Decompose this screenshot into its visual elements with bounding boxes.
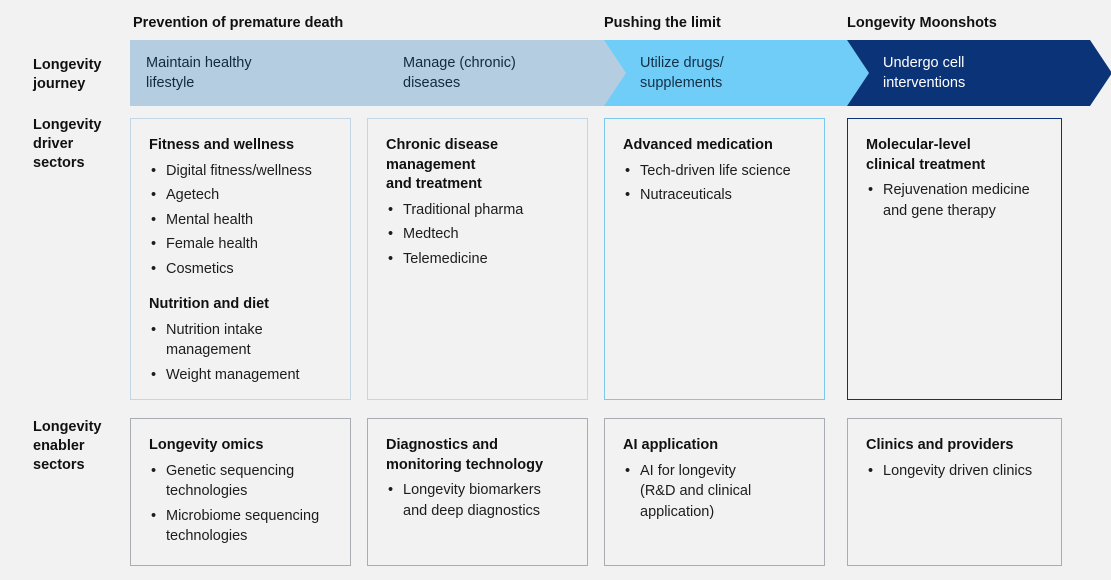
phase-title-prevention: Prevention of premature death bbox=[133, 15, 344, 31]
enabler-sector-card-0-group-0-title: Longevity omics bbox=[149, 437, 264, 453]
list-item: Cosmetics bbox=[149, 259, 334, 280]
driver-sector-card-2-group-0-list: Tech-driven life scienceNutraceuticals bbox=[623, 161, 808, 206]
journey-arrow-label-3: Undergo cell interventions bbox=[883, 55, 966, 91]
journey-arrow-label-1: Manage (chronic) diseases bbox=[403, 55, 516, 91]
row-label-longevity-journey: Longevity journey bbox=[33, 57, 102, 92]
list-item: Mental health bbox=[149, 210, 334, 231]
journey-arrow-label-2: Utilize drugs/ supplements bbox=[640, 55, 724, 91]
row-label-longevity-enabler-sectors: Longevity enabler sectors bbox=[33, 419, 102, 473]
list-item: AI for longevity (R&D and clinical appli… bbox=[623, 461, 808, 523]
journey-arrow-label-0: Maintain healthy lifestyle bbox=[146, 55, 252, 91]
list-item: Nutrition intake management bbox=[149, 320, 334, 361]
journey-arrow-3[interactable]: Undergo cell interventions bbox=[847, 40, 1111, 106]
list-item: Longevity biomarkers and deep diagnostic… bbox=[386, 480, 571, 521]
enabler-sector-card-3[interactable]: Clinics and providersLongevity driven cl… bbox=[847, 418, 1062, 566]
driver-sector-card-1[interactable]: Chronic disease management and treatment… bbox=[367, 118, 588, 400]
driver-sector-card-0-group-1-title: Nutrition and diet bbox=[149, 296, 270, 312]
phase-title-pushing-limit: Pushing the limit bbox=[604, 15, 721, 31]
journey-arrow-1[interactable]: Manage (chronic) diseases bbox=[367, 40, 632, 106]
enabler-sector-card-2[interactable]: AI application AI for longevity (R&D and … bbox=[604, 418, 825, 566]
journey-arrow-0[interactable]: Maintain healthy lifestyle bbox=[130, 40, 395, 106]
list-item: Nutraceuticals bbox=[623, 185, 808, 206]
list-item: Microbiome sequencing technologies bbox=[149, 506, 334, 547]
driver-sector-card-3-group-0-list: Rejuvenation medicine and gene therapy bbox=[866, 180, 1045, 221]
phase-title-moonshots: Longevity Moonshots bbox=[847, 15, 997, 31]
list-item: Weight management bbox=[149, 365, 334, 386]
list-item: Rejuvenation medicine and gene therapy bbox=[866, 180, 1045, 221]
driver-sector-card-1-group-0-list: Traditional pharmaMedtechTelemedicine bbox=[386, 200, 571, 270]
list-item: Medtech bbox=[386, 224, 571, 245]
enabler-sector-card-1-group-0-title: Diagnostics and monitoring technology bbox=[386, 437, 544, 473]
row-label-longevity-driver-sectors: Longevity driver sectors bbox=[33, 117, 102, 171]
enabler-sector-card-3-group-0-title: Clinics and providers bbox=[866, 437, 1014, 453]
list-item: Genetic sequencing technologies bbox=[149, 461, 334, 502]
enabler-sector-card-2-group-0-list: AI for longevity (R&D and clinical appli… bbox=[623, 461, 808, 523]
journey-arrow-2[interactable]: Utilize drugs/ supplements bbox=[604, 40, 869, 106]
enabler-sector-card-1[interactable]: Diagnostics and monitoring technologyLon… bbox=[367, 418, 588, 566]
list-item: Longevity driven clinics bbox=[866, 461, 1045, 482]
list-item: Traditional pharma bbox=[386, 200, 571, 221]
driver-sector-card-2-group-0-title: Advanced medication bbox=[623, 137, 773, 153]
driver-sector-card-0-group-0-list: Digital fitness/wellnessAgetechMental he… bbox=[149, 161, 334, 280]
list-item: Female health bbox=[149, 234, 334, 255]
list-item: Tech-driven life science bbox=[623, 161, 808, 182]
enabler-sector-card-0-group-0-list: Genetic sequencing technologiesMicrobiom… bbox=[149, 461, 334, 547]
enabler-sector-card-2-group-0-title: AI application bbox=[623, 437, 719, 453]
enabler-sector-card-3-group-0-list: Longevity driven clinics bbox=[866, 461, 1045, 482]
driver-sector-card-3-group-0-title: Molecular-level clinical treatment bbox=[866, 137, 986, 173]
driver-sector-card-3[interactable]: Molecular-level clinical treatmentRejuve… bbox=[847, 118, 1062, 400]
longevity-journey-band: Maintain healthy lifestyle Manage (chroni… bbox=[0, 40, 1111, 106]
enabler-sector-card-1-group-0-list: Longevity biomarkers and deep diagnostic… bbox=[386, 480, 571, 521]
driver-sector-card-0-group-0-title: Fitness and wellness bbox=[149, 137, 295, 153]
list-item: Agetech bbox=[149, 185, 334, 206]
list-item: Telemedicine bbox=[386, 249, 571, 270]
driver-sector-card-0-group-1-list: Nutrition intake managementWeight manage… bbox=[149, 320, 334, 386]
driver-sector-card-2[interactable]: Advanced medicationTech-driven life scie… bbox=[604, 118, 825, 400]
driver-sector-card-1-group-0-title: Chronic disease management and treatment bbox=[386, 137, 499, 192]
list-item: Digital fitness/wellness bbox=[149, 161, 334, 182]
driver-sector-card-0[interactable]: Fitness and wellnessDigital fitness/well… bbox=[130, 118, 351, 400]
enabler-sector-card-0[interactable]: Longevity omicsGenetic sequencing techno… bbox=[130, 418, 351, 566]
